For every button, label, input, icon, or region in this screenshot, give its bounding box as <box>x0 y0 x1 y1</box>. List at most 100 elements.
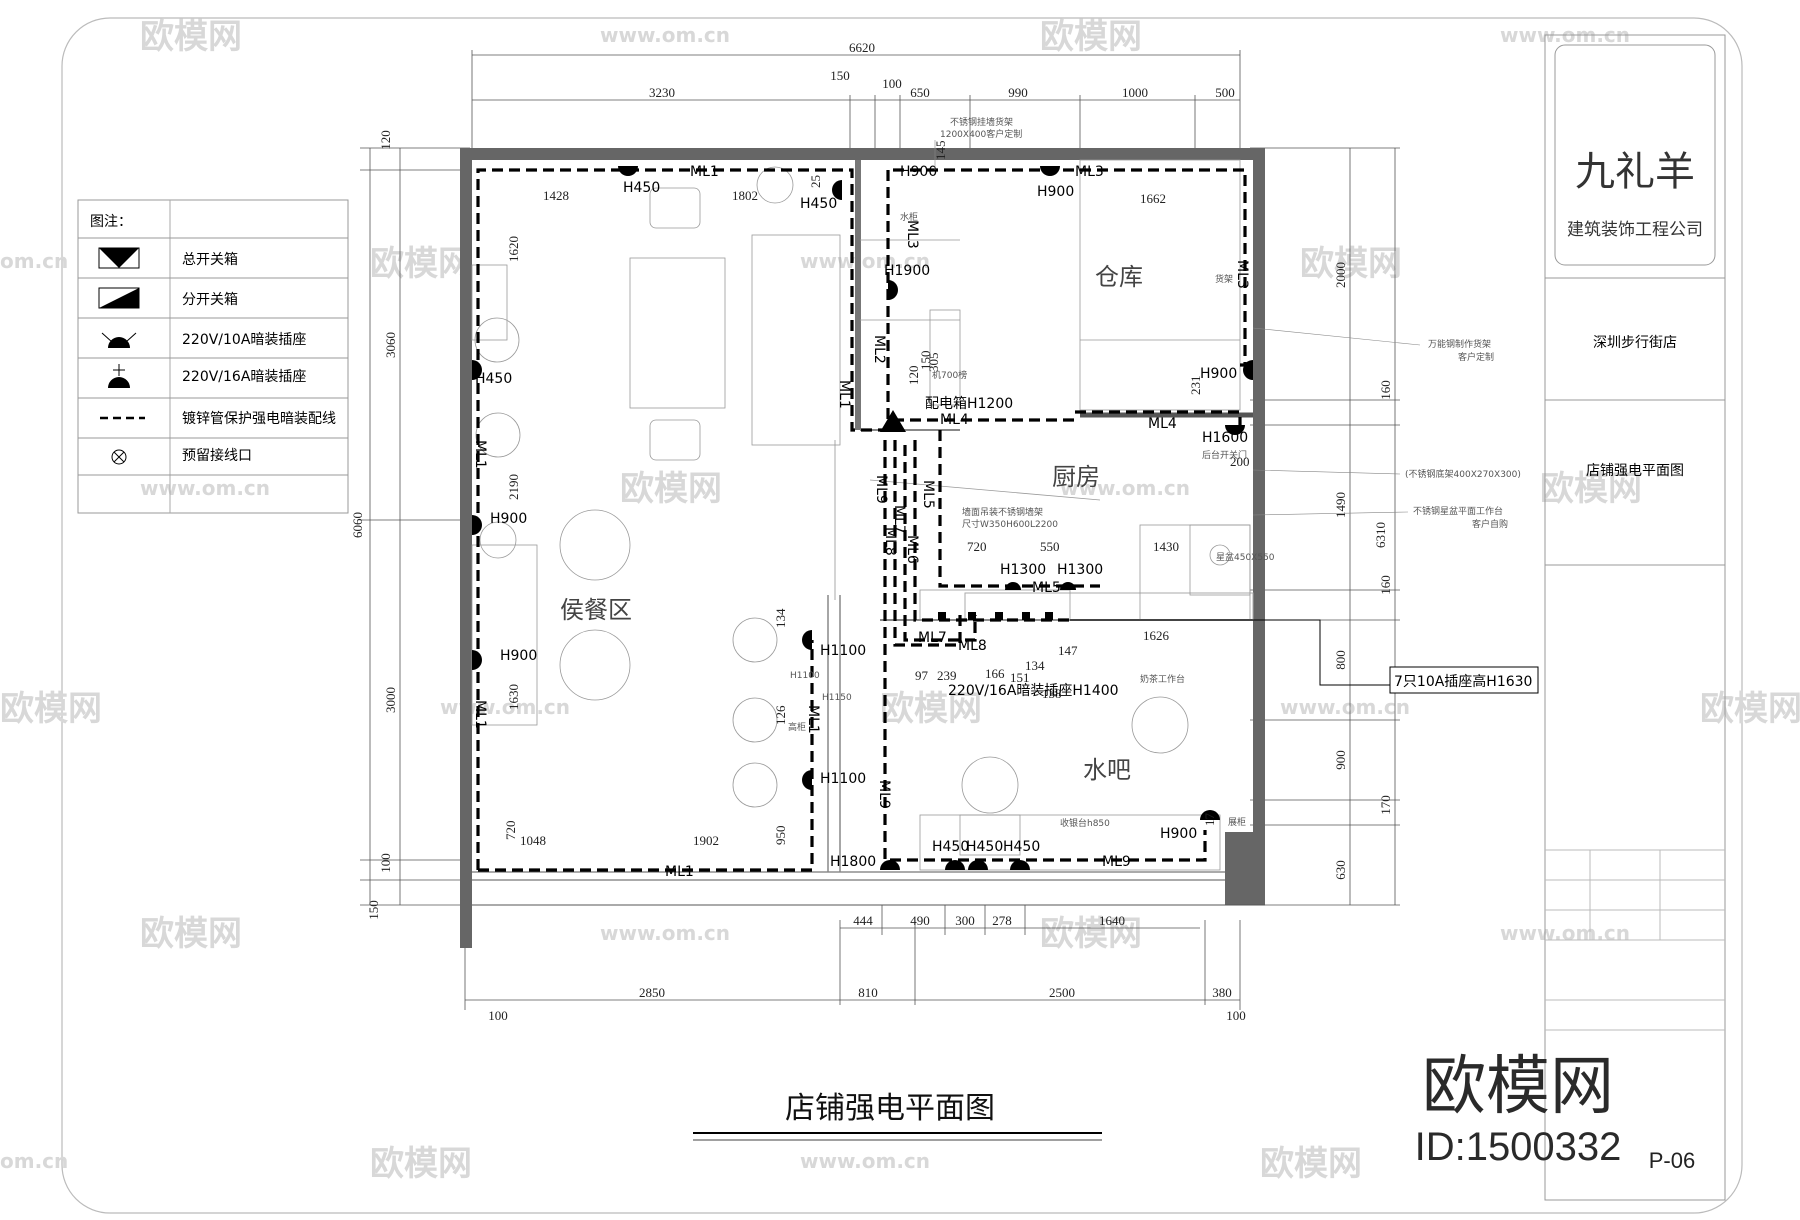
legend: 图注： 总开关箱 分开关箱 220V/10A暗装插座 220V/16A暗装插座 … <box>77 199 349 514</box>
annotation-cashier: 收银台h850 <box>1060 817 1110 829</box>
right-dimensions: 2000 160 1490 160 6310 800 900 170 630 <box>1250 147 1400 906</box>
socket-label: H450 <box>623 180 660 196</box>
annotation-wall-rack-size: 尺寸W350H600L2200 <box>962 518 1058 530</box>
legend-label-socket-16a: 220V/16A暗装插座 <box>182 369 306 385</box>
dim-inner: 950 <box>773 826 788 846</box>
room-storage: 仓库 <box>1095 263 1143 291</box>
watermark-brand: 欧模网 <box>140 914 242 954</box>
inner-dimensions: 1428 1802 1620 2190 1630 720 1048 1902 9… <box>503 141 1250 849</box>
annotation-shelf: 货架 <box>1215 273 1233 285</box>
legend-label-socket-10a: 220V/10A暗装插座 <box>182 332 306 348</box>
dim-inner: 239 <box>937 668 957 683</box>
dim-380: 380 <box>1212 985 1232 1000</box>
annotation-7-sockets: 7只10A插座高H1630 <box>1394 673 1532 690</box>
dim-inner: 134 <box>773 608 788 628</box>
circuit-label: ML9 <box>1102 854 1131 870</box>
company-name: 九礼羊 <box>1575 149 1695 194</box>
annotation-16a: 220V/16A暗装插座H1400 <box>948 683 1119 699</box>
dim-inner: 1430 <box>1153 539 1179 554</box>
dim-630: 630 <box>1333 860 1348 880</box>
circuit-ml6 <box>913 440 1070 622</box>
panel-label: 配电箱H1200 <box>925 396 1013 412</box>
dim-inner: 305 <box>926 353 941 373</box>
dim-inner: 1902 <box>693 833 719 848</box>
room-kitchen: 厨房 <box>1052 463 1100 491</box>
annotation-rack: 不锈钢挂墙货架 <box>950 116 1013 128</box>
circuit-label: ML9 <box>876 780 892 809</box>
socket-label: H1600 <box>1202 430 1248 446</box>
watermark-url: www.om.cn <box>600 23 730 47</box>
dim-2000: 2000 <box>1333 262 1348 288</box>
dim-inner: 145 <box>933 141 948 161</box>
dim-inner: 138 <box>1042 686 1062 701</box>
circuit-label: ML1 <box>665 864 694 880</box>
left-dimensions: 6060 120 3060 3000 100 150 <box>350 130 470 920</box>
circuit-ml8 <box>903 445 977 642</box>
circuit-label: ML3 <box>904 220 920 249</box>
dim-300: 300 <box>955 913 975 928</box>
dim-160a: 160 <box>1378 380 1393 400</box>
socket-labels: H450 H450 H450 H900 H900 H900 H900 H900 … <box>475 164 1248 870</box>
watermark-brand: 欧模网 <box>370 1144 472 1184</box>
dim-100-bottom-right: 100 <box>1226 1008 1246 1023</box>
dim-inner: 151 <box>1010 670 1030 685</box>
annotation-back-door: 后台开关门 <box>1202 449 1247 461</box>
legend-label-junction: 预留接线口 <box>182 447 252 464</box>
socket-label: H450 <box>1003 839 1040 855</box>
dim-inner: 147 <box>1058 643 1078 658</box>
watermark-brand: 欧模网 <box>370 244 472 284</box>
watermark-url: www.om.cn <box>140 476 270 500</box>
dim-inner: 231 <box>1188 376 1203 396</box>
dim-100: 100 <box>882 76 902 91</box>
dim-total-width: 6620 <box>849 40 875 55</box>
dim-inner: 2190 <box>506 474 521 500</box>
drawing-title: 店铺强电平面图 <box>785 1092 995 1125</box>
dim-inner: 550 <box>1040 539 1060 554</box>
watermark-brand: 欧模网 <box>1260 1144 1362 1184</box>
socket-label: H900 <box>1037 184 1074 200</box>
annotation-wall-rack: 墙面吊装不锈钢墙架 <box>962 506 1043 518</box>
annotations: 配电箱H1200 不锈钢挂墙货架 1200X400客户定制 万能钢制作货架 客户… <box>788 116 1539 829</box>
circuit-ml4 <box>1075 410 1242 425</box>
dim-1640: 1640 <box>1099 913 1125 928</box>
watermark-url: www.om.cn <box>800 1149 930 1173</box>
circuit-label: ML8 <box>882 527 898 556</box>
circuit-ml1 <box>476 168 895 870</box>
dim-inner: 720 <box>503 821 518 841</box>
room-waiting: 侯餐区 <box>560 596 632 624</box>
sockets <box>472 166 1253 870</box>
dim-500: 500 <box>1215 85 1235 100</box>
dim-100-left: 100 <box>378 853 393 873</box>
socket-label: H450 <box>966 839 1003 855</box>
watermark-url: www.om.cn <box>1060 476 1190 500</box>
circuit-label: ML6 <box>904 535 920 564</box>
socket-label: H1300 <box>1000 562 1046 578</box>
socket-10a-icon <box>101 332 137 348</box>
circuit-label: ML2 <box>871 335 887 364</box>
annotation-h1150: H1150 <box>822 693 852 703</box>
dim-inner: 126 <box>773 705 788 725</box>
circuit-label: ML5 <box>1032 580 1061 596</box>
top-dimensions: 6620 3230 150 100 650 990 1000 500 <box>471 40 1241 155</box>
legend-header: 图注： <box>90 214 132 230</box>
dim-3230: 3230 <box>649 85 675 100</box>
dim-2850: 2850 <box>639 985 665 1000</box>
watermark-brand: 欧模网 <box>1040 914 1142 954</box>
annotation-steel2: 不锈钢星盆平面工作台 <box>1413 505 1503 517</box>
dim-278: 278 <box>992 913 1012 928</box>
socket-label: H900 <box>490 511 527 527</box>
watermark-id: ID:1500332 <box>1415 1125 1622 1169</box>
dim-inner: 720 <box>967 539 987 554</box>
legend-label-wire: 镀锌管保护强电暗装配线 <box>182 410 336 427</box>
watermark-brand: 欧模网 <box>1040 17 1142 57</box>
annotation-h1100: H1100 <box>790 671 820 681</box>
socket-label: H900 <box>900 164 937 180</box>
title-block: 九礼羊 建筑装饰工程公司 深圳步行街店 店铺强电平面图 P-06 <box>1544 34 1726 1201</box>
watermark-brand: 欧模网 <box>620 469 722 509</box>
sheet-border <box>61 17 1743 1214</box>
socket-label: H450 <box>932 839 969 855</box>
corner-watermark: 欧模网 ID:1500332 <box>1415 1050 1622 1169</box>
annotation-steel2-sub: 客户自购 <box>1472 518 1508 530</box>
sheet-number: P-06 <box>1649 1148 1695 1173</box>
